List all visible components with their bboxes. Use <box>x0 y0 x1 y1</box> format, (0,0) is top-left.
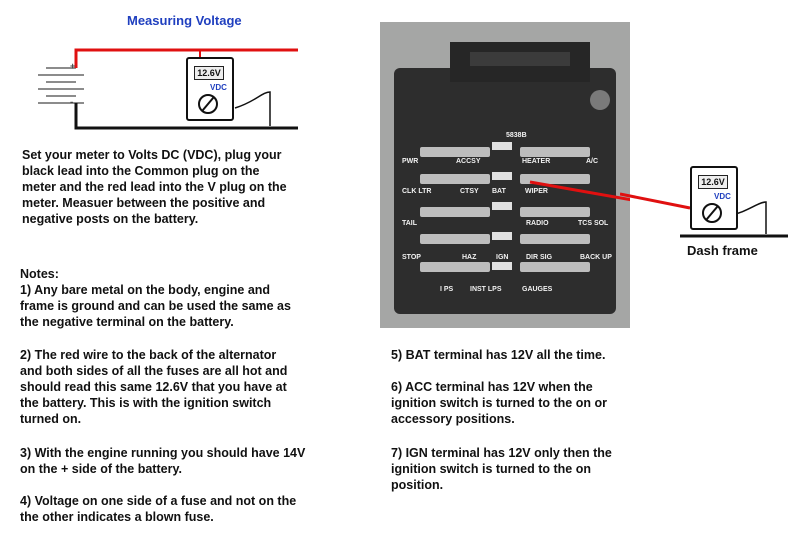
meter-2-unit-label: VDC <box>714 192 731 201</box>
meter-dial-icon <box>198 94 218 114</box>
voltmeter-2-icon: 12.6V VDC <box>690 166 738 230</box>
fuse-label-haz: HAZ <box>462 254 477 261</box>
dash-frame-label: Dash frame <box>687 243 758 258</box>
meter-unit-label: VDC <box>210 83 227 92</box>
fuse-label-dir-sig: DIR SIG <box>526 254 553 261</box>
meter-2-reading: 12.6V <box>698 175 728 189</box>
note-7: 7) IGN terminal has 12V only then the ig… <box>391 446 612 492</box>
fuse-label-accsy: ACCSY <box>456 158 481 165</box>
fuse-label-clk-ltr: CLK LTR <box>402 188 432 195</box>
battery-icon <box>38 67 84 104</box>
meter-2-dial-icon <box>702 203 722 223</box>
fuse-label-ac: A/C <box>586 158 599 165</box>
black-wire <box>74 103 298 130</box>
fuse-label-pwr: PWR <box>402 158 419 165</box>
fuse-label-radio: RADIO <box>526 220 549 227</box>
negative-terminal-label: - <box>70 97 74 108</box>
fuse-label-stop: STOP <box>402 254 421 261</box>
fuse-label-inst-lps: INST LPS <box>470 286 502 293</box>
note-4: 4) Voltage on one side of a fuse and not… <box>20 494 297 524</box>
positive-terminal-label: + <box>70 61 76 71</box>
fuse-label-i-ps: I PS <box>440 286 454 293</box>
fuse-label-tcs-sol: TCS SOL <box>578 220 609 227</box>
fuse-label-bat: BAT <box>492 188 506 195</box>
page-title: Measuring Voltage <box>127 13 242 28</box>
fuse-label-ctsy: CTSY <box>460 188 479 195</box>
fuse-label-ign: IGN <box>496 254 509 261</box>
instructions-text: Set your meter to Volts DC (VDC), plug y… <box>22 148 287 226</box>
fuse-label-back-up: BACK UP <box>580 254 612 261</box>
note-3: 3) With the engine running you should ha… <box>20 446 306 476</box>
fuse-panel-id: 5838B <box>506 132 527 139</box>
fuse-panel-photo: 5838B PWR ACCSY HEATER A/C CLK LTR CTSY … <box>380 22 630 328</box>
battery-circuit-diagram <box>38 48 298 130</box>
probe-wire <box>529 180 630 202</box>
notes-header: Notes: <box>20 267 59 281</box>
note-6: 6) ACC terminal has 12V when the ignitio… <box>391 380 607 426</box>
note-1: 1) Any bare metal on the body, engine an… <box>20 283 291 329</box>
fuse-label-tail: TAIL <box>402 220 418 227</box>
note-5: 5) BAT terminal has 12V all the time. <box>391 348 606 362</box>
fuse-label-gauges: GAUGES <box>522 286 553 293</box>
red-wire <box>74 48 298 68</box>
note-2: 2) The red wire to the back of the alter… <box>20 348 288 426</box>
fuse-label-wiper: WIPER <box>525 188 548 195</box>
meter-reading: 12.6V <box>194 66 224 80</box>
voltmeter-icon: 12.6V VDC <box>186 57 234 121</box>
fuse-label-heater: HEATER <box>522 158 551 165</box>
